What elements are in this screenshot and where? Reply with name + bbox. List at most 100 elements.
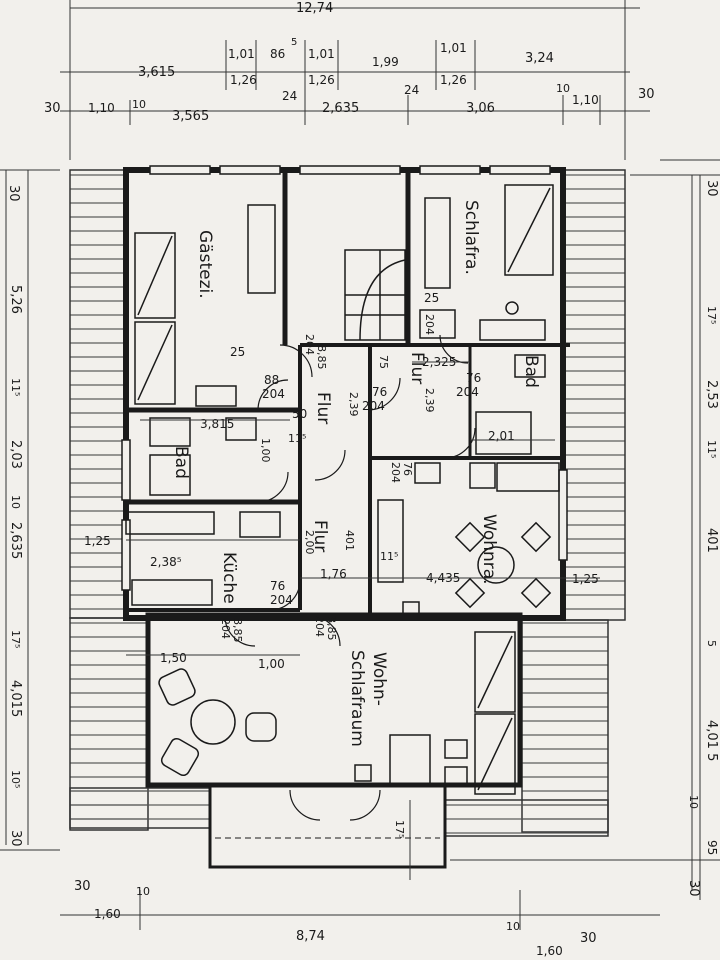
top-dimension-labels: 12,74 3,615 1,01 86 5 1,01 1,99 1,01 3,2… bbox=[44, 1, 655, 124]
dim-label: 76 bbox=[270, 579, 285, 593]
dim-label: 25 bbox=[230, 345, 245, 359]
dim-label: 204 bbox=[389, 462, 402, 483]
dim-label: 30 bbox=[704, 180, 719, 197]
dim-label: 2,635 bbox=[8, 522, 23, 559]
dim-label: 30 bbox=[74, 879, 91, 894]
dim-label: 95 bbox=[705, 840, 719, 855]
dim-label: 10 bbox=[132, 98, 146, 111]
dim-label: 10 bbox=[687, 795, 700, 809]
dim-label: 1,00 bbox=[259, 438, 272, 463]
dim-label: 30 bbox=[8, 830, 23, 847]
bottom-dimension-labels: 30 10 1,60 8,74 10 1,60 30 bbox=[74, 879, 597, 958]
dim-label: 3,06 bbox=[466, 101, 495, 116]
dim-label: 10 bbox=[506, 920, 520, 933]
dim-label: 8,85 bbox=[231, 618, 244, 643]
dim-label: 204 bbox=[423, 314, 436, 335]
room-living-bed-1: Wohn- bbox=[369, 652, 389, 706]
dim-label: 204 bbox=[303, 334, 316, 355]
dim-label: 2,03 bbox=[8, 440, 23, 469]
dim-label: 204 bbox=[362, 399, 385, 413]
dim-label: 1,60 bbox=[94, 907, 121, 921]
dim-label: 1,50 bbox=[160, 651, 187, 665]
dim-label: 3,24 bbox=[525, 51, 554, 66]
dim-label: 1,25 bbox=[572, 572, 599, 586]
dim-label: 76 bbox=[372, 385, 387, 399]
dim-label: 10 bbox=[136, 885, 150, 898]
dim-label: 5,26 bbox=[8, 285, 23, 314]
dim-label: 4,015 bbox=[8, 680, 23, 717]
left-dimension-labels: 30 5,26 11⁵ 2,03 10 2,635 17⁵ 4,015 10⁵ … bbox=[6, 185, 23, 847]
dim-label: 3,815 bbox=[200, 417, 234, 431]
dim-label: 1,01 bbox=[228, 47, 255, 61]
dim-label: 10 bbox=[556, 82, 570, 95]
dim-label: 401 bbox=[343, 530, 356, 551]
room-hall-top: Flur bbox=[407, 352, 427, 384]
dim-label: 76 bbox=[466, 371, 481, 385]
door-swings bbox=[224, 334, 476, 821]
room-bedroom: Schlafra. bbox=[461, 200, 481, 275]
room-bath-left: Bad bbox=[171, 446, 191, 479]
dim-label: 17⁵ bbox=[9, 630, 22, 648]
dim-total-width: 12,74 bbox=[296, 1, 333, 16]
dim-label: 2,635 bbox=[322, 101, 359, 116]
dim-label: 2,53 bbox=[704, 380, 719, 409]
dim-label: 11⁵ bbox=[9, 378, 22, 396]
dim-label: 1,10 bbox=[88, 101, 115, 115]
dim-label: 2,39 bbox=[347, 392, 360, 417]
dim-label: 204 bbox=[270, 593, 293, 607]
dim-label: 10 bbox=[9, 495, 22, 509]
side-dimension-lines bbox=[0, 170, 720, 930]
dim-label: 3,615 bbox=[138, 65, 175, 80]
dim-label: 75 bbox=[377, 355, 390, 369]
interior-walls bbox=[126, 170, 570, 618]
dim-label: 2,38⁵ bbox=[150, 555, 182, 569]
room-living: Wohnra. bbox=[479, 514, 499, 585]
interior-dimension-lines bbox=[126, 361, 600, 880]
dim-label: 11⁵ bbox=[705, 440, 718, 458]
windows bbox=[121, 165, 568, 591]
room-hall-low: Flur bbox=[310, 520, 330, 552]
roof-hatching bbox=[69, 169, 626, 837]
dim-label: 204 bbox=[456, 385, 479, 399]
dim-label: 1,60 bbox=[536, 944, 563, 958]
dim-label: 76 bbox=[401, 462, 414, 476]
room-guest: Gästezi. bbox=[195, 230, 215, 299]
dim-label: 1,26 bbox=[440, 73, 467, 87]
dim-label: 1,00 bbox=[258, 657, 285, 671]
dim-label: 30 bbox=[6, 185, 21, 202]
dim-label: 50 bbox=[292, 407, 307, 421]
dim-label: 1,10 bbox=[572, 93, 599, 107]
dim-label: 204 bbox=[219, 618, 232, 639]
dim-label: 10⁵ bbox=[9, 770, 22, 788]
dim-label: 30 bbox=[686, 880, 701, 897]
dim-label: 8,74 bbox=[296, 929, 325, 944]
room-living-bed-2: Schlafraum bbox=[347, 650, 367, 747]
interior-dimension-labels: 25 8,85 204 88 204 50 11⁵ 3,815 1,00 75 … bbox=[84, 291, 599, 838]
dim-label: 17⁵ bbox=[705, 306, 718, 324]
top-dimension-lines bbox=[0, 0, 720, 176]
dim-label: 86 bbox=[270, 47, 285, 61]
dim-label: 2,01 bbox=[488, 429, 515, 443]
dim-label: 24 bbox=[404, 83, 419, 97]
dim-label: 5 bbox=[291, 37, 297, 48]
dim-label: 1,26 bbox=[308, 73, 335, 87]
dim-label: 30 bbox=[44, 101, 61, 116]
dim-label: 3,565 bbox=[172, 109, 209, 124]
dim-label: 1,01 bbox=[308, 47, 335, 61]
dim-label: 11⁵ bbox=[288, 432, 306, 445]
right-dimension-labels: 30 17⁵ 2,53 11⁵ 401 5 4,01 5 10 95 30 bbox=[686, 180, 719, 897]
dim-label: 30 bbox=[638, 87, 655, 102]
dim-label: 2,39 bbox=[423, 388, 436, 413]
dim-label: 11⁵ bbox=[380, 550, 398, 563]
room-labels: Gästezi. Schlafra. Flur Flur Flur Bad Ba… bbox=[171, 200, 541, 747]
dim-label: 8,85 bbox=[315, 345, 328, 370]
dim-label: 204 bbox=[262, 387, 285, 401]
dim-label: 1,25 bbox=[84, 534, 111, 548]
room-kitchen: Küche bbox=[219, 552, 239, 604]
dim-label: 401 bbox=[704, 528, 719, 553]
dim-label: 5 bbox=[705, 640, 718, 647]
dim-label: 1,76 bbox=[320, 567, 347, 581]
furniture bbox=[125, 184, 560, 795]
dim-label: 17⁵ bbox=[393, 820, 406, 838]
dim-label: 1,01 bbox=[440, 41, 467, 55]
